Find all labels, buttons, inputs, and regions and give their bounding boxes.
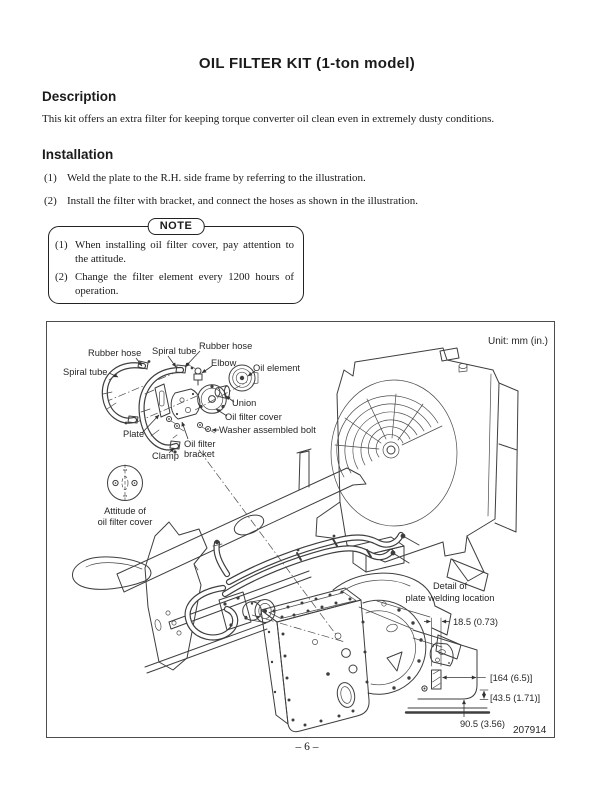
spiral-hose-middle bbox=[138, 362, 190, 454]
step-text: Install the filter with bracket, and con… bbox=[67, 194, 418, 207]
label-elbow: Elbow bbox=[211, 358, 237, 368]
label-spiral-tube-left: Spiral tube bbox=[63, 367, 107, 377]
dim-43-5: [43.5 (1.71)] bbox=[490, 693, 540, 703]
label-oil-element: Oil element bbox=[253, 363, 300, 373]
label-plate: Plate bbox=[123, 429, 144, 439]
assembly-axis-line bbox=[198, 449, 338, 637]
label-washer-assembled-bolt: Washer assembled bolt bbox=[219, 425, 316, 435]
attitude-diagram: Attitude of oil filter cover bbox=[98, 464, 153, 527]
routed-hoses bbox=[184, 531, 420, 641]
label-oil-filter-bracket-2: bracket bbox=[184, 449, 215, 459]
note-text: When installing oil filter cover, pay at… bbox=[75, 239, 294, 266]
detail-title-1: Detail of bbox=[433, 581, 468, 591]
dimension-lines bbox=[424, 617, 489, 717]
assembly-axis-line-2 bbox=[251, 614, 346, 643]
machine-drawing bbox=[72, 347, 519, 733]
detail-title-2: plate welding location bbox=[406, 593, 495, 603]
case-bolts bbox=[267, 620, 369, 727]
fan-grille bbox=[334, 393, 443, 478]
note-number: (1) bbox=[55, 239, 68, 251]
label-clamp: Clamp bbox=[152, 451, 179, 461]
elbow-part bbox=[188, 364, 203, 386]
dim-164: [164 (6.5)] bbox=[490, 673, 532, 683]
label-spiral-tube-mid: Spiral tube bbox=[152, 346, 196, 356]
dim-90-5: 90.5 (3.56) bbox=[460, 719, 505, 729]
installation-illustration: Rubber hose Spiral tube Spiral tube Rubb… bbox=[63, 336, 548, 736]
oil-filter-bracket-part bbox=[170, 388, 201, 420]
note-item-2: (2) Change the filter element every 1200… bbox=[55, 270, 294, 298]
frame-beam bbox=[116, 448, 367, 593]
note-tab-label: NOTE bbox=[147, 218, 205, 235]
washer-bolts bbox=[166, 416, 216, 434]
installation-heading: Installation bbox=[42, 147, 114, 162]
radiator-shroud bbox=[315, 347, 519, 592]
label-union: Union bbox=[232, 398, 256, 408]
step-text: Weld the plate to the R.H. side frame by… bbox=[67, 172, 366, 184]
note-item-1: (1) When installing oil filter cover, pa… bbox=[55, 238, 294, 266]
dim-18-5: 18.5 (0.73) bbox=[453, 617, 498, 627]
side-frame-plate bbox=[144, 521, 208, 671]
note-items: (1) When installing oil filter cover, pa… bbox=[49, 227, 303, 298]
label-oil-filter-cover: Oil filter cover bbox=[225, 412, 282, 422]
label-oil-filter-bracket-1: Oil filter bbox=[184, 439, 216, 449]
weld-detail-drawing: Detail of plate welding location 18.5 (0… bbox=[358, 581, 540, 729]
label-rubber-hose-top: Rubber hose bbox=[199, 341, 252, 351]
installation-steps: (1) Weld the plate to the R.H. side fram… bbox=[44, 171, 576, 217]
oil-element-part bbox=[228, 364, 259, 392]
spiral-hose-left bbox=[101, 360, 151, 425]
description-body: This kit offers an extra filter for keep… bbox=[42, 113, 495, 125]
unit-label: Unit: mm (in.) bbox=[488, 336, 548, 347]
note-box: NOTE (1) When installing oil filter cove… bbox=[48, 218, 304, 304]
tie-rod bbox=[144, 622, 268, 674]
oil-filter-cover-part bbox=[197, 384, 227, 414]
page-title: OIL FILTER KIT (1-ton model) bbox=[198, 55, 416, 72]
page-number: – 6 – bbox=[295, 741, 319, 753]
plate-part bbox=[154, 383, 171, 418]
description-heading: Description bbox=[42, 89, 117, 104]
step-number: (2) bbox=[44, 194, 57, 207]
label-attitude-2: oil filter cover bbox=[98, 517, 153, 527]
label-attitude-1: Attitude of bbox=[104, 506, 146, 516]
seat-shape bbox=[72, 556, 152, 590]
installation-step-1: (1) Weld the plate to the R.H. side fram… bbox=[44, 171, 576, 186]
note-text: Change the filter element every 1200 hou… bbox=[75, 271, 294, 298]
part-leader-lines bbox=[108, 350, 256, 454]
label-rubber-hose-left: Rubber hose bbox=[88, 348, 141, 358]
exploded-parts-drawing: Rubber hose Spiral tube Spiral tube Rubb… bbox=[63, 341, 316, 461]
transmission bbox=[260, 572, 462, 733]
installation-step-2: (2) Install the filter with bracket, and… bbox=[44, 194, 576, 209]
note-number: (2) bbox=[55, 271, 68, 284]
figure-box: Rubber hose Spiral tube Spiral tube Rubb… bbox=[46, 321, 555, 738]
figure-number: 207914 bbox=[513, 725, 547, 736]
step-number: (1) bbox=[44, 172, 57, 184]
